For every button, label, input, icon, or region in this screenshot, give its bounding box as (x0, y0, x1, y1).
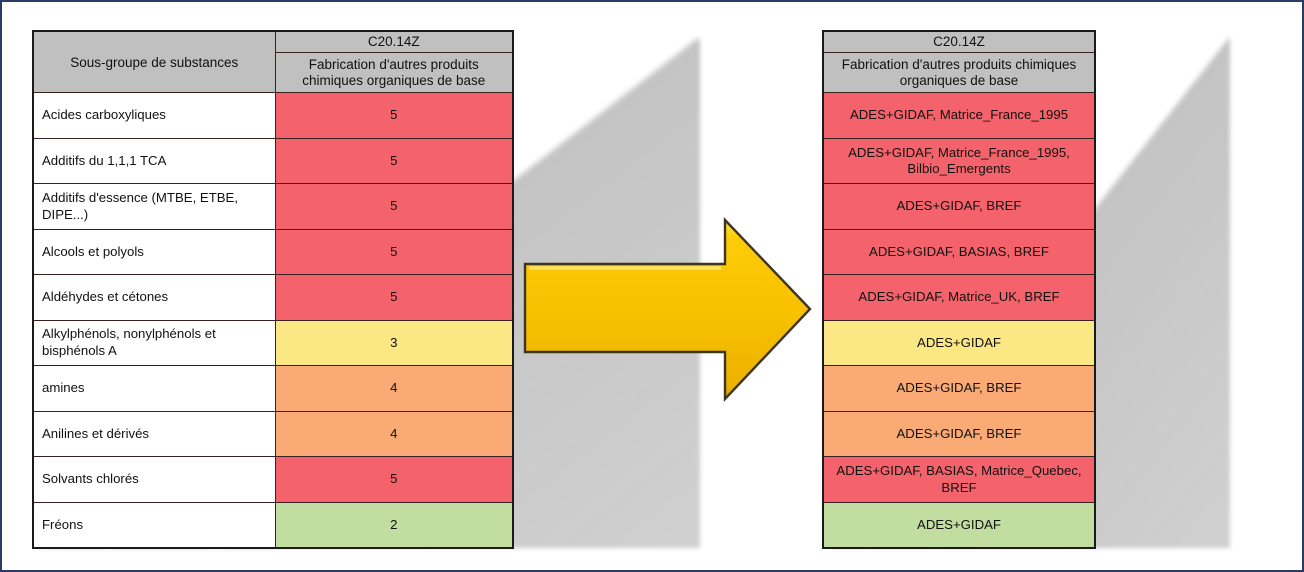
score-cell: 2 (274, 501, 514, 549)
header-row-activity: Fabrication d'autres produits chimiques … (822, 52, 1096, 94)
score-cell: 4 (274, 410, 514, 458)
data-sources-cell: ADES+GIDAF, BASIAS, Matrice_Quebec, BREF (822, 456, 1096, 503)
score-cell: 5 (274, 92, 514, 139)
right-table-header: C20.14Z Fabrication d'autres produits ch… (822, 30, 1096, 94)
column-header-activity-label: Fabrication d'autres produits chimiques … (822, 52, 1096, 94)
score-cell: 5 (274, 137, 514, 185)
table-row: Alkylphénols, nonylphénols et bisphénols… (32, 319, 514, 367)
column-header-nace-code: C20.14Z (274, 30, 514, 54)
table-row: ADES+GIDAF, Matrice_UK, BREF (822, 274, 1096, 321)
substance-label-cell: Fréons (32, 501, 276, 549)
table-row: ADES+GIDAF (822, 319, 1096, 367)
table-row: ADES+GIDAF, Matrice_France_1995 (822, 92, 1096, 139)
substance-label-cell: Solvants chlorés (32, 456, 276, 503)
table-row: ADES+GIDAF, BASIAS, Matrice_Quebec, BREF (822, 456, 1096, 503)
data-sources-cell: ADES+GIDAF, BREF (822, 365, 1096, 412)
substance-label-cell: Alkylphénols, nonylphénols et bisphénols… (32, 319, 276, 367)
table-row: ADES+GIDAF, BREF (822, 410, 1096, 458)
column-header-nace-code: C20.14Z (822, 30, 1096, 54)
table-row: ADES+GIDAF (822, 501, 1096, 549)
score-cell: 5 (274, 228, 514, 276)
data-sources-cell: ADES+GIDAF, Matrice_France_1995, Bilbio_… (822, 137, 1096, 185)
substances-sources-table: C20.14Z Fabrication d'autres produits ch… (822, 30, 1096, 549)
data-sources-cell: ADES+GIDAF, BREF (822, 410, 1096, 458)
data-sources-cell: ADES+GIDAF, BASIAS, BREF (822, 228, 1096, 276)
substance-label-cell: Acides carboxyliques (32, 92, 276, 139)
score-cell: 5 (274, 274, 514, 321)
arrow-shape (523, 217, 812, 403)
substance-label-cell: Alcools et polyols (32, 228, 276, 276)
substance-label-cell: Aldéhydes et cétones (32, 274, 276, 321)
table-row: ADES+GIDAF, BASIAS, BREF (822, 228, 1096, 276)
table-row: ADES+GIDAF, Matrice_France_1995, Bilbio_… (822, 137, 1096, 185)
substance-label-cell: Anilines et dérivés (32, 410, 276, 458)
substance-label-cell: Additifs du 1,1,1 TCA (32, 137, 276, 185)
column-header-substance-subgroup: Sous-groupe de substances (32, 30, 276, 94)
header-row-code: C20.14Z (822, 30, 1096, 54)
column-header-activity-label: Fabrication d'autres produits chimiques … (274, 52, 514, 94)
table-row: ADES+GIDAF, BREF (822, 365, 1096, 412)
score-cell: 4 (274, 365, 514, 412)
substances-score-table: Sous-groupe de substances C20.14Z Fabric… (32, 30, 514, 549)
substance-label-cell: amines (32, 365, 276, 412)
data-sources-cell: ADES+GIDAF, Matrice_UK, BREF (822, 274, 1096, 321)
header-row-code: Sous-groupe de substances C20.14Z (32, 30, 514, 94)
right-arrow-icon (517, 212, 817, 407)
data-sources-cell: ADES+GIDAF (822, 319, 1096, 367)
score-cell: 5 (274, 456, 514, 503)
left-table-header: Sous-groupe de substances C20.14Z Fabric… (32, 30, 514, 94)
table-row: ADES+GIDAF, BREF (822, 183, 1096, 230)
substance-label-cell: Additifs d'essence (MTBE, ETBE, DIPE...) (32, 183, 276, 230)
score-cell: 3 (274, 319, 514, 367)
data-sources-cell: ADES+GIDAF (822, 501, 1096, 549)
score-cell: 5 (274, 183, 514, 230)
data-sources-cell: ADES+GIDAF, BREF (822, 183, 1096, 230)
data-sources-cell: ADES+GIDAF, Matrice_France_1995 (822, 92, 1096, 139)
table-row: Additifs d'essence (MTBE, ETBE, DIPE...)… (32, 183, 514, 230)
